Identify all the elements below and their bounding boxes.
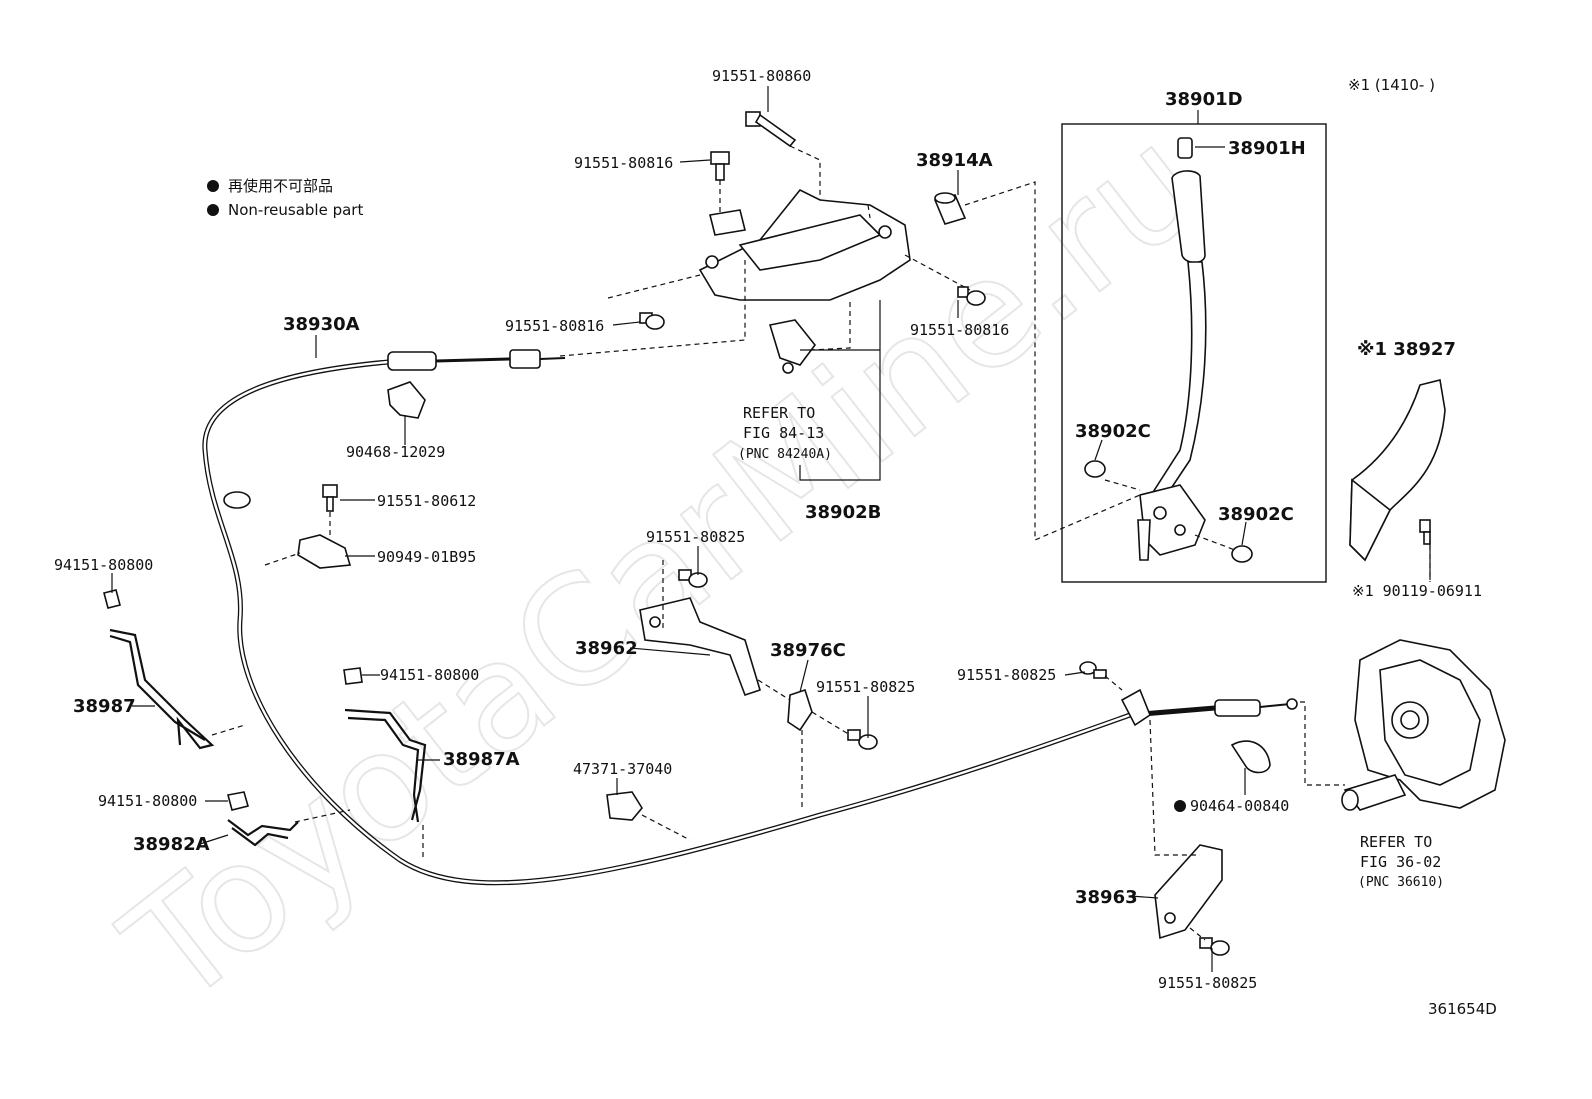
bracket-38963 [1154,844,1223,940]
wire-38987A [343,667,427,823]
label-91551-80816-c: 91551-80816 [910,321,1009,339]
refer-84-line2: FIG 84-13 [743,424,824,442]
label-91551-80825-b: 91551-80825 [816,678,915,696]
label-91551-80816-b: 91551-80816 [505,317,604,335]
ring-90464-00840-icon [1230,740,1271,774]
refer-36-line3: (PNC 36610) [1358,875,1444,890]
bolt-91551-80816-top-icon [710,151,730,181]
main-cable [202,349,1298,886]
leader-lines [111,86,1431,972]
label-38987A: 38987A [443,749,520,770]
label-91551-80860: 91551-80860 [712,67,811,85]
bolt-91551-80860-icon [745,111,797,148]
bolt-91551-80816-right-icon [957,286,986,306]
non-reusable-dot-icon [207,204,219,216]
non-reusable-dot-icon [207,180,219,192]
refer-84-line3: (PNC 84240A) [738,447,832,462]
label-38901H: 38901H [1228,138,1306,159]
wire-38987 [103,589,215,750]
refer-36-line1: REFER TO [1360,833,1432,851]
parking-brake-assembly [1341,639,1506,811]
refer-84-line1: REFER TO [743,404,815,422]
label-38982A: 38982A [133,834,210,855]
label-38901D: 38901D [1165,89,1243,110]
wire-38982A [227,791,299,847]
lever-assembly-box [1061,123,1327,583]
label-91551-80612: 91551-80612 [377,492,476,510]
label-38914A: 38914A [916,150,993,171]
label-47371-37040: 47371-37040 [573,760,672,778]
note-1: ※1 (1410- ) [1348,76,1435,94]
label-38927: ※1 38927 [1357,339,1456,360]
non-reusable-dot-icon [1174,800,1186,812]
watermark: ToyotaCarMine.ru [94,94,1235,1038]
label-38902B: 38902B [805,502,881,523]
lever-bracket [698,188,911,374]
label-90949-01B95: 90949-01B95 [377,548,476,566]
label-94151-80800-c: 94151-80800 [98,792,197,810]
label-38930A: 38930A [283,314,360,335]
bolt-91551-80825-mid-icon [847,729,878,750]
label-38987: 38987 [73,696,136,717]
lever-cover [1349,379,1446,562]
part-labels: 91551-80860 91551-80816 38914A 38901D 38… [54,67,1497,1018]
label-91551-80825-d: 91551-80825 [1158,974,1257,992]
bushing-38914A-icon [933,192,967,225]
bolt-91551-80825-bottom-icon [1199,937,1230,956]
refer-bracket-line [799,300,881,481]
label-91551-80816-a: 91551-80816 [574,154,673,172]
diagram-id: 361654D [1428,1000,1497,1018]
legend-en: Non-reusable part [228,201,363,219]
parking-brake-lever [1084,137,1253,563]
label-38963: 38963 [1075,887,1138,908]
refer-36-line2: FIG 36-02 [1360,853,1441,871]
legend-jp: 再使用不可部品 [228,177,333,195]
label-38902C-a: 38902C [1075,421,1151,442]
label-38962: 38962 [575,638,638,659]
label-94151-80800-a: 94151-80800 [54,556,153,574]
label-90464-00840: 90464-00840 [1190,797,1289,815]
bolt-91551-80816-left-icon [639,312,665,330]
clip-47371-37040 [606,791,643,821]
clip-38976C [787,688,813,732]
label-94151-80800-b: 94151-80800 [380,666,479,684]
label-38902C-b: 38902C [1218,504,1294,525]
assembly-lines [211,145,1431,941]
bolt-91551-80825-right-icon [1079,661,1107,679]
label-38976C: 38976C [770,640,846,661]
bracket-38962 [639,597,761,697]
label-90468-12029: 90468-12029 [346,443,445,461]
label-91551-80825-c: 91551-80825 [957,666,1056,684]
clamp-90949-01B95 [297,484,352,569]
label-91551-80825-a: 91551-80825 [646,528,745,546]
legend: 再使用不可部品 Non-reusable part [207,177,363,219]
label-90119-06911: ※1 90119-06911 [1352,582,1482,600]
